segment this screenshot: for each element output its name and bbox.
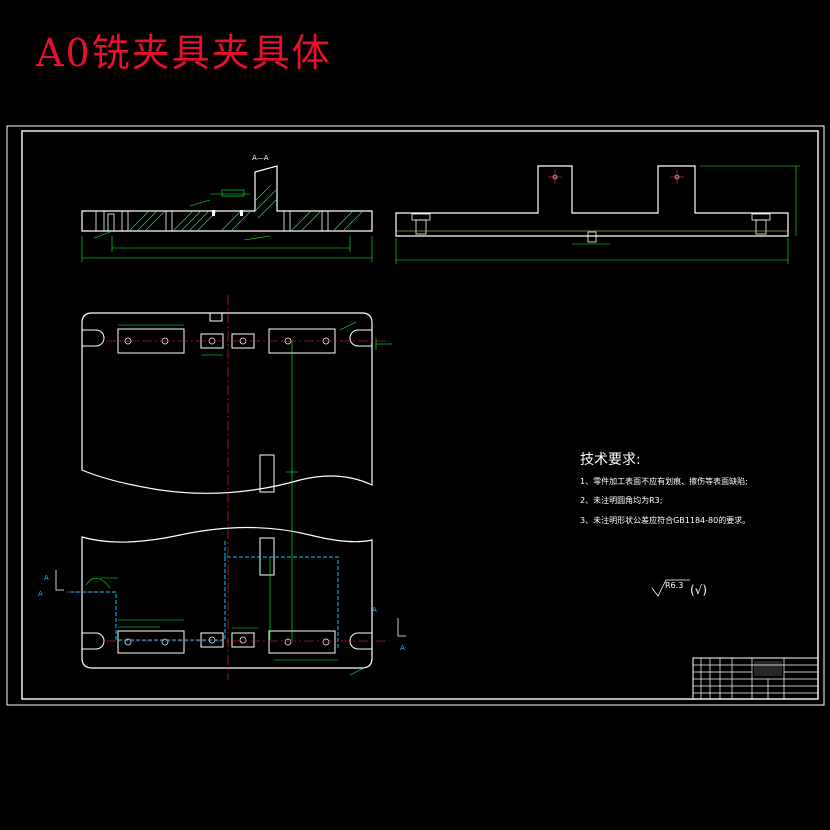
roughness-value: R6.3 — [665, 581, 683, 590]
roughness-note: (√) — [690, 583, 707, 597]
technical-requirements: 技术要求: 1、零件加工表面不应有划痕、擦伤等表面缺陷; 2、未注明圆角均为R3… — [580, 452, 750, 525]
side-view — [395, 165, 800, 264]
sheet-outer-frame — [6, 125, 825, 706]
title-block — [692, 657, 819, 700]
plan-view: A A A A — [38, 295, 406, 680]
front-section-view: A—A — [81, 154, 373, 262]
tech-requirement-1: 1、零件加工表面不应有划痕、擦伤等表面缺陷; — [580, 476, 748, 486]
view-mark-a-4: A — [400, 644, 405, 652]
view-mark-a-1: A — [44, 574, 49, 582]
sheet-inner-frame — [21, 130, 819, 700]
tech-requirement-2: 2、未注明圆角均为R3; — [580, 495, 662, 505]
drawing-title: A0铣夹具夹具体 — [36, 31, 332, 75]
tech-requirements-heading: 技术要求: — [580, 452, 641, 468]
surface-roughness-symbol: R6.3 (√) — [651, 579, 707, 597]
tech-requirement-3: 3、未注明形状公差应符合GB1184-80的要求。 — [580, 515, 750, 525]
view-marks: A A A A — [38, 574, 405, 652]
section-label: A—A — [252, 154, 269, 162]
view-mark-a-2: A — [38, 590, 43, 598]
view-mark-a-3: A — [372, 606, 377, 614]
